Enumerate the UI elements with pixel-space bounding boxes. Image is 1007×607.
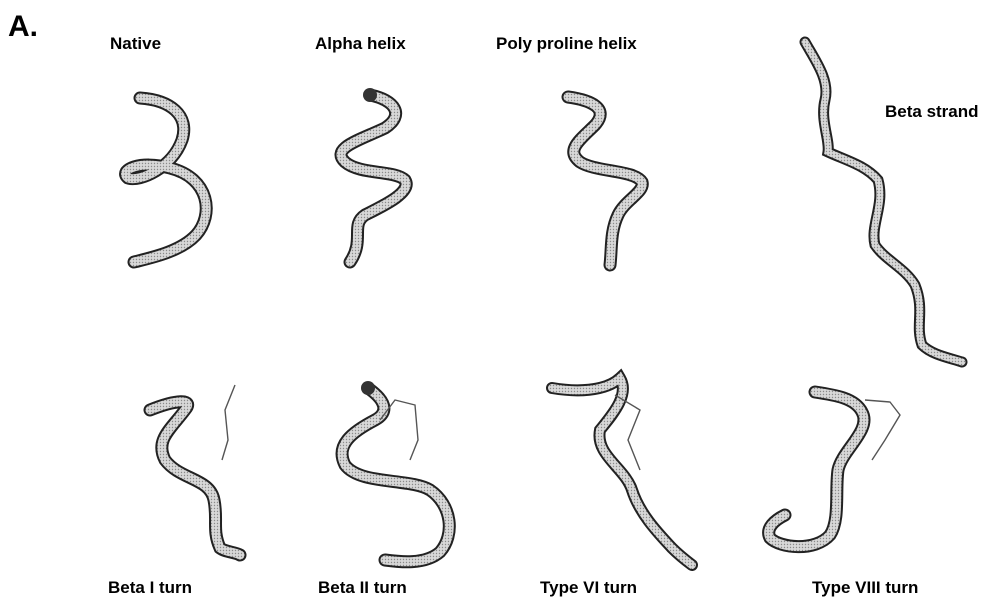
tube-type-viii-turn: [769, 392, 900, 547]
tube-beta-i-turn: [150, 385, 240, 555]
tube-native: [126, 98, 207, 262]
tube-alpha-helix: [341, 88, 406, 262]
tube-beta-strand: [805, 42, 962, 362]
tube-polyproline-helix: [568, 97, 642, 265]
tube-beta-ii-turn: [342, 381, 449, 562]
tube-type-vi-turn: [552, 378, 692, 565]
